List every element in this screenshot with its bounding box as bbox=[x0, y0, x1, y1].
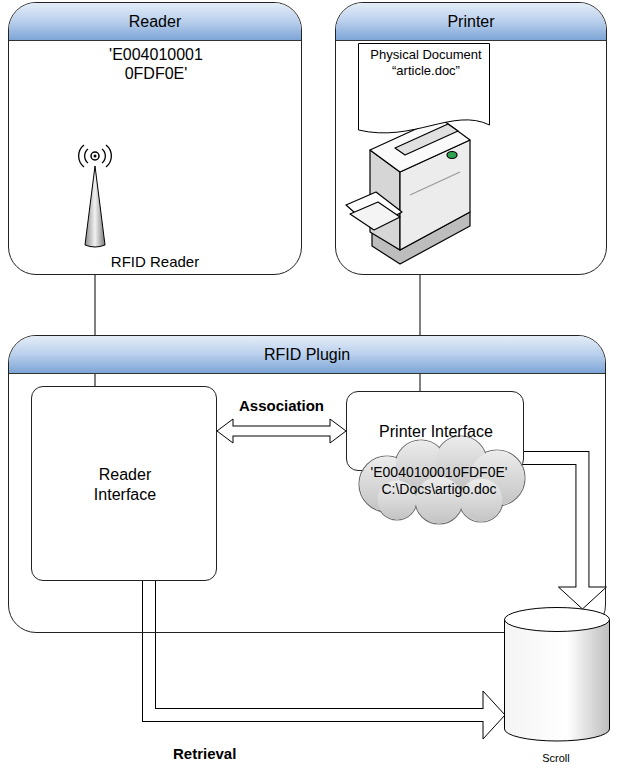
text-slot: Physical Document “article.doc” bbox=[358, 47, 494, 79]
cyl-outline bbox=[504, 607, 610, 742]
printer-icon bbox=[346, 118, 470, 264]
tag-id: 'E004010001 0FDF0E' bbox=[86, 45, 226, 83]
reader-panel: Reader 'E004010001 0FDF0E' RFID Reader bbox=[8, 2, 302, 275]
hollow-arrow-head bbox=[217, 419, 233, 443]
connector bbox=[149, 579, 505, 739]
panel-title: Reader bbox=[129, 12, 181, 31]
device-name: RFID Reader bbox=[111, 253, 199, 271]
cloud-outline bbox=[359, 436, 525, 524]
data-cloud: 'E0040100010FDF0E' C:\Docs\artigo.doc bbox=[349, 438, 529, 524]
box-label: Reader Interface bbox=[70, 465, 180, 503]
edge-label-slot: Retrieval bbox=[171, 745, 238, 763]
box-label: Printer Interface bbox=[379, 422, 493, 441]
panel-title: Printer bbox=[447, 12, 494, 31]
cylinder-top bbox=[505, 608, 610, 632]
hollow-arrow-head bbox=[483, 691, 505, 739]
text-slot: RFID Plugin bbox=[9, 345, 605, 364]
text-slot: Reader bbox=[9, 12, 301, 31]
connector bbox=[217, 419, 346, 443]
hollow-arrow-head bbox=[330, 419, 346, 443]
text-slot: Scroll bbox=[504, 748, 608, 766]
database-cylinder: Scroll bbox=[504, 607, 610, 767]
text-slot: RFID Reader bbox=[9, 253, 301, 271]
text-slot: 'E0040100010FDF0E' C:\Docs\artigo.doc bbox=[359, 464, 519, 498]
text-slot: 'E004010001 0FDF0E' bbox=[86, 45, 226, 83]
document-label: Physical Document “article.doc” bbox=[358, 47, 494, 78]
connector-label: Association bbox=[237, 397, 326, 415]
antenna-icon bbox=[79, 145, 112, 247]
connector-label: Retrieval bbox=[171, 745, 238, 763]
plugin-panel: RFID PluginReader Interface Printer Inter… bbox=[8, 335, 606, 633]
panel-title: RFID Plugin bbox=[264, 345, 350, 364]
association-record: 'E0040100010FDF0E' C:\Docs\artigo.doc bbox=[359, 464, 519, 498]
text-slot: Reader Interface bbox=[70, 465, 180, 503]
hollow-arrow-fill bbox=[149, 579, 485, 715]
text-slot: Printer Interface bbox=[376, 422, 496, 441]
cylinder-body bbox=[505, 619, 610, 741]
hollow-arrow-outline bbox=[149, 579, 483, 715]
hollow-arrow-head bbox=[558, 587, 606, 609]
database-name: Scroll bbox=[542, 752, 570, 765]
document-shape: Physical Document “article.doc” bbox=[358, 43, 494, 139]
hollow-arrow-fill bbox=[232, 427, 332, 436]
edge-label-slot: Association bbox=[237, 397, 326, 415]
printer-panel: PrinterPhysical Document “article.doc” bbox=[335, 2, 607, 275]
text-slot: Printer bbox=[336, 12, 606, 31]
process-box: Reader Interface bbox=[31, 386, 217, 581]
